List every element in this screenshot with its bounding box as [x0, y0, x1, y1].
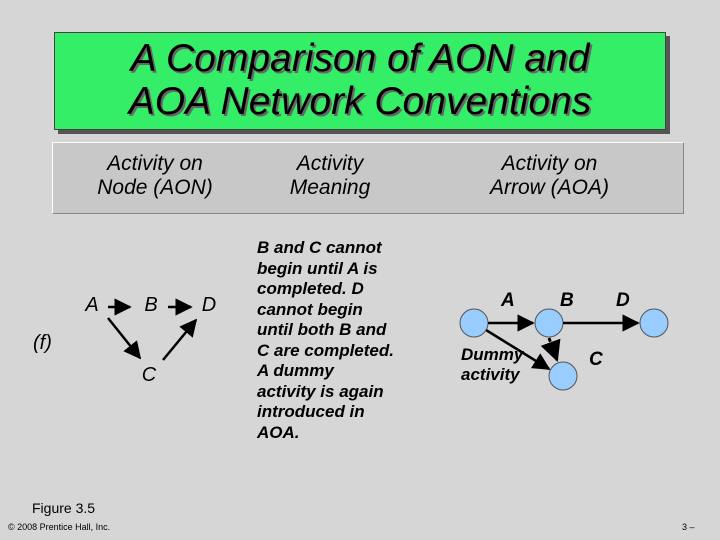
aoa-header-line-2: Arrow (AOA) [489, 176, 609, 199]
aoa-label-b: B [560, 290, 574, 311]
meaning-line: begin until A is [257, 258, 378, 278]
aon-node-c: C [141, 364, 157, 386]
aoa-event-node-1 [459, 308, 489, 338]
aon-arrow-a-c [107, 317, 142, 360]
meaning-line: AOA. [257, 422, 300, 442]
aoa-event-node-4 [548, 361, 578, 391]
aoa-column-header: Activity on Arrow (AOA) [462, 152, 637, 200]
page-number: 3 – [682, 522, 695, 532]
figure-caption: Figure 3.5 [32, 500, 96, 516]
aon-arrow-c-d [162, 318, 198, 361]
column-header-band [52, 142, 684, 214]
meaning-line: until both B and [257, 320, 387, 339]
aoa-header-line-1: Activity on [501, 152, 598, 175]
aon-node-a: A [85, 294, 99, 316]
aon-column-header: Activity on Node (AON) [70, 152, 240, 200]
aoa-event-node-3 [639, 308, 669, 338]
activity-meaning-text: B and C cannot begin until A is complete… [257, 238, 432, 443]
row-label: (f) [33, 332, 52, 354]
copyright-notice: © 2008 Prentice Hall, Inc. [8, 522, 111, 532]
page-title: A Comparison of AON and AOA Network Conv… [55, 37, 665, 123]
aon-header-line-2: Node (AON) [97, 176, 213, 199]
meaning-line: introduced in [257, 402, 365, 421]
dummy-label-line-1: Dummy [461, 345, 524, 364]
meaning-column-header: Activity Meaning [255, 152, 405, 200]
meaning-line: completed. D [257, 279, 364, 298]
aon-node-d: D [201, 294, 217, 316]
meaning-line: activity is again [257, 381, 384, 401]
meaning-line: B and C cannot [257, 238, 382, 257]
aoa-label-c: C [589, 349, 603, 370]
meaning-line: cannot begin [257, 299, 363, 319]
meaning-line: C are completed. [257, 340, 394, 360]
aoa-arrow-c [485, 328, 551, 371]
meaning-header-line-2: Meaning [289, 176, 371, 199]
aoa-label-d: D [616, 290, 630, 311]
aoa-label-a: A [501, 290, 515, 311]
aon-header-line-1: Activity on [107, 152, 203, 175]
title-line-1: A Comparison of AON and [130, 37, 590, 80]
meaning-header-line-1: Activity [296, 152, 364, 175]
meaning-line: A dummy [257, 361, 334, 380]
dummy-label-line-2: activity [461, 365, 520, 384]
dummy-activity-label: Dummy activity [461, 345, 523, 385]
aon-node-b: B [144, 294, 158, 316]
title-banner: A Comparison of AON and AOA Network Conv… [54, 32, 666, 130]
aoa-dummy-arrow [540, 337, 561, 362]
aoa-event-node-2 [534, 308, 564, 338]
title-line-2: AOA Network Conventions [128, 80, 592, 123]
